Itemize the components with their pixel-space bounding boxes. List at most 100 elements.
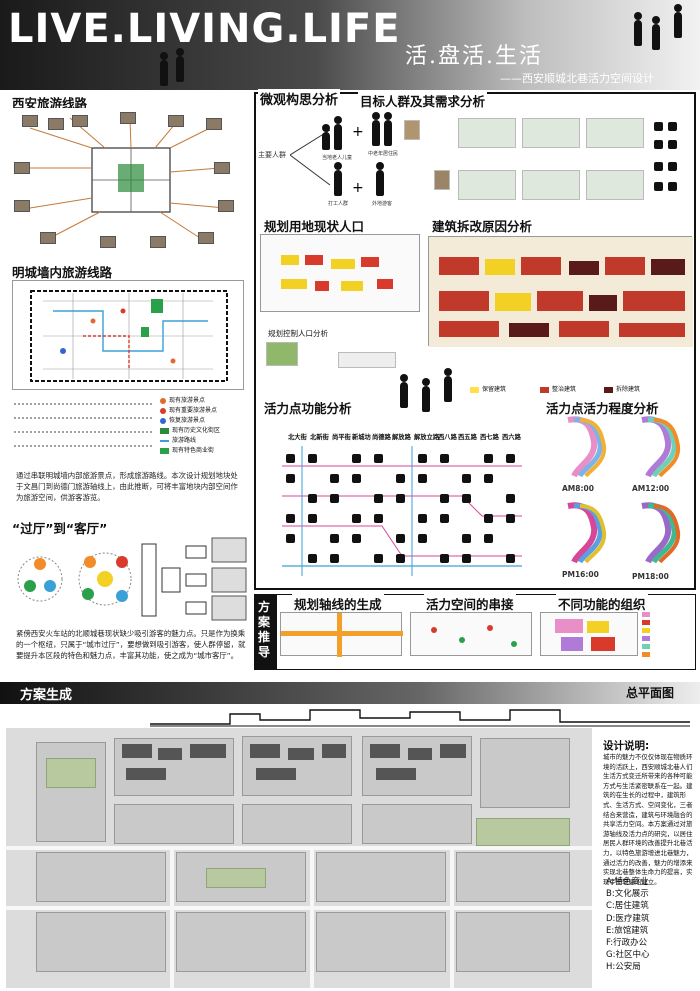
person-silhouette-icon (444, 368, 452, 402)
header-band (0, 0, 700, 90)
vitality-time-label: AM12:00 (632, 484, 670, 493)
scheme-generation-title: 方案生成 (20, 688, 73, 703)
func-col-head: 西七路 (480, 434, 499, 441)
person-silhouette-icon (634, 12, 642, 46)
tour-spot-thumbnail (206, 118, 222, 130)
tour-spot-thumbnail (198, 232, 214, 244)
service-icon (654, 182, 663, 191)
city-wall-route-lines (30, 290, 228, 382)
wall-legend-item: 现有旅游景点 (160, 395, 205, 404)
function-legend-swatches (642, 612, 650, 657)
svg-text:+: + (352, 180, 364, 196)
func-col-head: 解放立路 (414, 434, 440, 441)
tour-route-map (10, 108, 242, 253)
function-key-item: E:旅馆建筑 (606, 925, 649, 936)
person-silhouette-icon (160, 52, 168, 86)
function-icon (484, 474, 493, 483)
vitality-time-label: AM8:00 (562, 484, 594, 493)
func-col-head: 新城坊 (352, 434, 371, 441)
function-icon (418, 514, 427, 523)
route-diagram-lines (14, 403, 154, 447)
function-icon (286, 514, 295, 523)
tour-route-title: 西安旅游线路 (10, 93, 90, 112)
demolition-map (428, 236, 693, 347)
poster-subtitle-line: ——西安顺城北巷活力空间设计 (500, 72, 654, 85)
main-group-label: 主要人群 (258, 151, 286, 159)
person-silhouette-icon (400, 374, 408, 408)
function-icon (506, 554, 515, 563)
function-key-item: G:社区中心 (606, 950, 650, 961)
service-icon (654, 122, 663, 131)
group-photo (434, 170, 450, 190)
reason-legend-item: 整治建筑 (540, 384, 576, 393)
function-icon (484, 454, 493, 463)
function-icon (352, 474, 361, 483)
vitality-time-label: PM18:00 (632, 572, 669, 581)
guest-hall-text: 紧傍西安火车站的北顺城巷现状缺少吸引游客的魅力点。只是作为换乘的一个枢纽，只属于… (16, 629, 246, 660)
person-silhouette-icon (652, 16, 660, 50)
function-icon (330, 474, 339, 483)
person-silhouette-icon (674, 4, 682, 38)
service-icon (668, 140, 677, 149)
func-col-head: 西八路 (438, 434, 457, 441)
tour-spot-thumbnail (120, 112, 136, 124)
control-population-chart (266, 342, 298, 366)
city-wall-route-title: 明城墙内旅游线路 (10, 262, 115, 281)
function-icon (506, 454, 515, 463)
function-icon (352, 454, 361, 463)
function-icon (374, 454, 383, 463)
tour-spot-thumbnail (40, 232, 56, 244)
worker-silhouette-icon (334, 162, 342, 196)
axis-generation-map (280, 612, 403, 657)
site-plan (6, 728, 592, 988)
wall-route-text: 通过串联明城墙内部旅游景点，形成旅游路线。本次设计规划地块处于文昌门到尚德门旅游… (16, 471, 238, 502)
function-organization-title: 不同功能的组织 (556, 594, 648, 613)
elder-silhouette-icon (334, 116, 342, 150)
target-group-diagram: + + (290, 124, 364, 196)
tour-spot-thumbnail (218, 200, 234, 212)
function-key-item: A:特色商业 (606, 877, 649, 887)
function-icon (440, 514, 449, 523)
func-col-head: 北大街 (288, 434, 307, 441)
tour-spot-thumbnail (72, 115, 88, 127)
function-icon (286, 454, 295, 463)
wall-legend-item: 现有历史文化街区 (160, 425, 220, 434)
function-icon-grid (282, 446, 522, 576)
service-icon (668, 122, 677, 131)
tour-spot-thumbnail (168, 115, 184, 127)
axis-generation-title: 规划轴线的生成 (292, 594, 384, 613)
service-icon (668, 182, 677, 191)
function-organization-map (540, 612, 638, 656)
group-photo (404, 120, 420, 140)
function-icon (484, 514, 493, 523)
scheme-label-box (254, 594, 276, 670)
function-key-item: H:公安局 (606, 962, 641, 973)
poster-subtitle: 活.盘活.生活 (405, 44, 543, 69)
skyline-section (150, 709, 690, 727)
vitality-time-label: PM16:00 (562, 570, 599, 579)
function-icon (396, 554, 405, 563)
need-map-thumb (586, 118, 644, 148)
function-icon (330, 494, 339, 503)
tour-spot-thumbnail (22, 115, 38, 127)
function-icon (462, 474, 471, 483)
wall-legend-item: 现有特色商业街 (160, 445, 214, 454)
group-label: 打工人群 (328, 201, 349, 207)
reason-legend-item: 保留建筑 (470, 384, 506, 393)
function-icon (352, 534, 361, 543)
wall-legend-item: 现有重要旅游景点 (160, 405, 217, 414)
tour-route-lines (29, 117, 226, 239)
function-icon (308, 554, 317, 563)
reason-legend-item: 拆除建筑 (604, 384, 640, 393)
function-icon (484, 534, 493, 543)
function-icon (462, 494, 471, 503)
service-icon (668, 162, 677, 171)
function-icon (286, 474, 295, 483)
function-icon (462, 534, 471, 543)
group-label: 中老年居住民 (368, 151, 399, 157)
function-icon (506, 494, 515, 503)
function-key-item: C:居住建筑 (606, 901, 649, 912)
control-population-table (338, 352, 396, 368)
func-col-head: 西六路 (502, 434, 521, 441)
need-map-thumb (458, 170, 516, 200)
